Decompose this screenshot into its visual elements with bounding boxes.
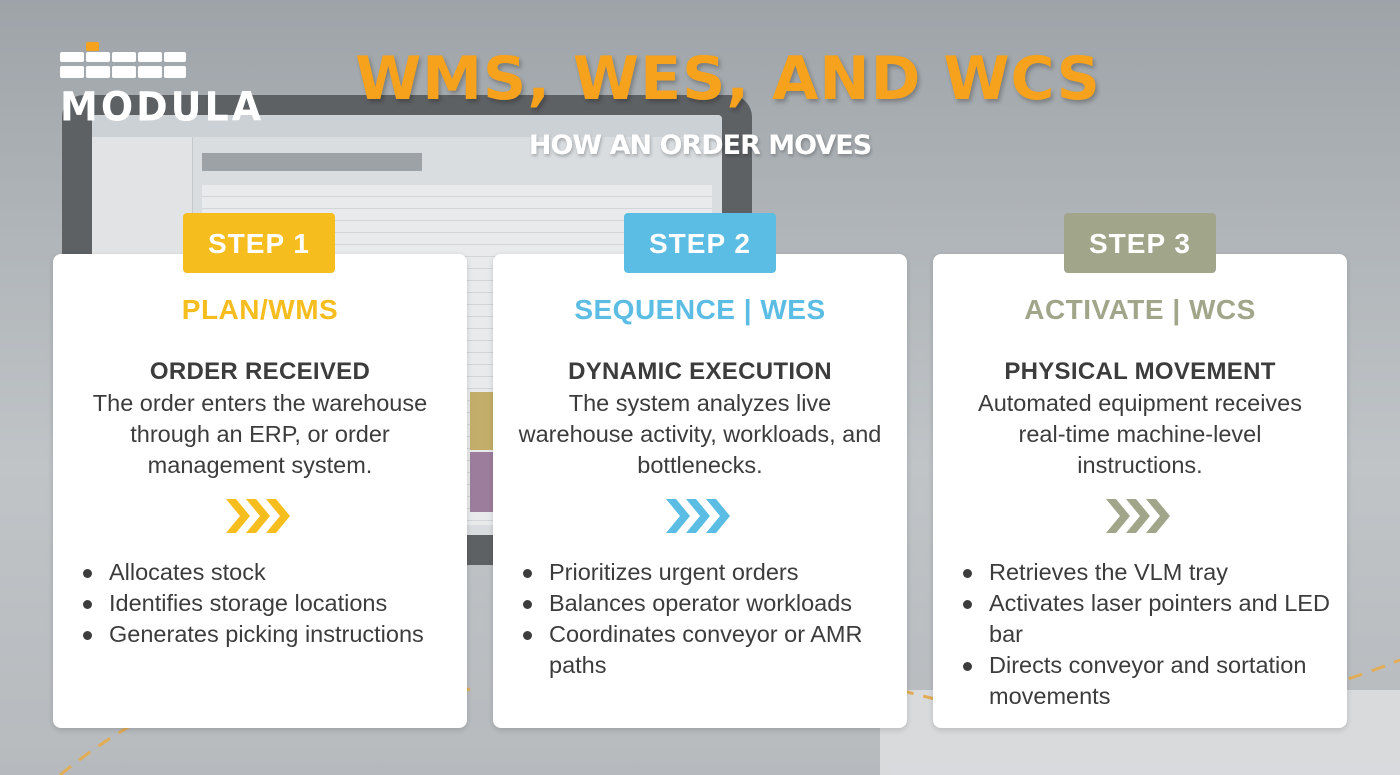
step-subtitle: PHYSICAL MOVEMENT	[1004, 358, 1276, 385]
list-item: Allocates stock	[83, 557, 457, 588]
step-badge-2: STEP 2	[624, 213, 776, 273]
list-item: Prioritizes urgent orders	[523, 557, 897, 588]
step-card-3: ACTIVATE | WCS PHYSICAL MOVEMENT Automat…	[933, 254, 1347, 728]
step-description: The order enters the warehouse through a…	[92, 390, 428, 478]
step-description: Automated equipment receives real-time m…	[978, 390, 1302, 478]
step-bullet-list: Prioritizes urgent orders Balances opera…	[523, 557, 897, 681]
list-item: Generates picking instructions	[83, 619, 457, 650]
step-subtitle: DYNAMIC EXECUTION	[568, 358, 832, 385]
step-bullet-list: Allocates stock Identifies storage locat…	[83, 557, 457, 650]
list-item: Retrieves the VLM tray	[963, 557, 1337, 588]
step-title: SEQUENCE | WES	[574, 294, 826, 325]
step-card-1: PLAN/WMS ORDER RECEIVED The order enters…	[53, 254, 467, 728]
list-item: Directs conveyor and sortation movements	[963, 650, 1337, 712]
list-item: Coordinates conveyor or AMR paths	[523, 619, 897, 681]
step-description: The system analyzes live warehouse activ…	[518, 390, 882, 478]
step-card-2: SEQUENCE | WES DYNAMIC EXECUTION The sys…	[493, 254, 907, 728]
logo-blocks-icon	[60, 42, 190, 88]
triple-chevron-right-icon	[226, 499, 290, 533]
step-bullet-list: Retrieves the VLM tray Activates laser p…	[963, 557, 1337, 712]
list-item: Identifies storage locations	[83, 588, 457, 619]
step-title: PLAN/WMS	[181, 294, 339, 325]
list-item: Activates laser pointers and LED bar	[963, 588, 1337, 650]
step-subtitle: ORDER RECEIVED	[149, 358, 371, 385]
step-badge-1: STEP 1	[183, 213, 335, 273]
triple-chevron-right-icon	[1106, 499, 1170, 533]
list-item: Balances operator workloads	[523, 588, 897, 619]
main-title: WMS, WES, AND WCS	[355, 44, 1101, 114]
step-badge-3: STEP 3	[1064, 213, 1216, 273]
main-subtitle: HOW AN ORDER MOVES	[528, 130, 872, 161]
triple-chevron-right-icon	[666, 499, 730, 533]
step-title: ACTIVATE | WCS	[1024, 294, 1256, 325]
